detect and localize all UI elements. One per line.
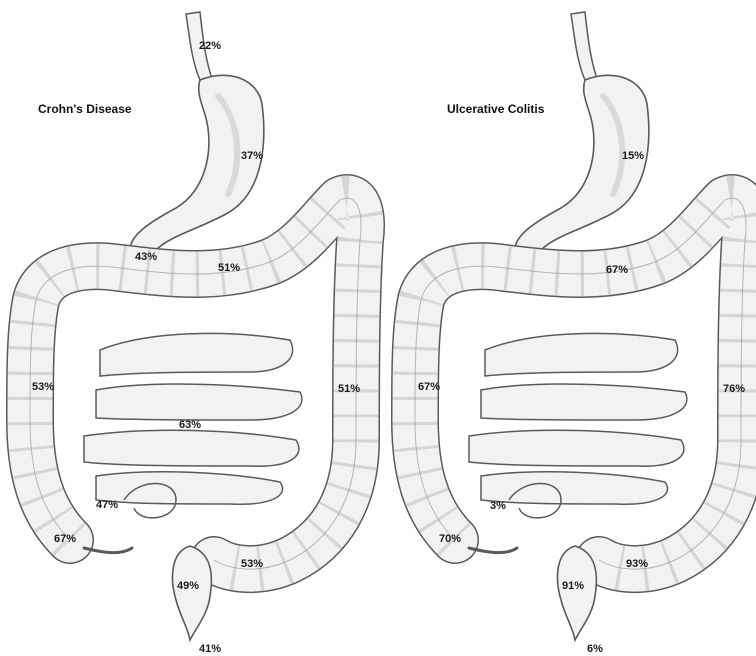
label-uc-descending-colon: 76% [723,383,745,395]
label-crohns-descending-colon: 51% [338,383,360,395]
esophagus-shape [571,12,599,84]
small-intestine-loop-2 [481,384,687,420]
label-uc-cecum: 70% [439,533,461,545]
label-crohns-esophagus: 22% [199,40,221,52]
label-uc-transverse-colon: 67% [606,264,628,276]
label-crohns-ileum: 47% [96,499,118,511]
label-crohns-transverse-colon: 51% [218,262,240,274]
small-intestine-loop-3 [84,430,299,466]
label-crohns-sigmoid-colon: 53% [241,558,263,570]
stomach-shape [130,75,264,259]
small-intestine-loop-2 [96,384,302,420]
label-crohns-duodenum: 43% [135,251,157,263]
label-crohns-small-intestine: 63% [179,419,201,431]
rectum-shape [173,546,212,640]
panel-title-ulcerative-colitis: Ulcerative Colitis [447,102,544,116]
label-crohns-anus: 41% [199,643,221,655]
label-uc-stomach: 15% [622,150,644,162]
rectum-shape [558,546,597,640]
label-uc-ascending-colon: 67% [418,381,440,393]
label-uc-anus: 6% [587,643,603,655]
label-uc-ileum: 3% [490,500,506,512]
label-crohns-ascending-colon: 53% [32,381,54,393]
label-crohns-rectum: 49% [177,580,199,592]
label-uc-sigmoid-colon: 93% [626,558,648,570]
label-crohns-cecum: 67% [54,533,76,545]
label-crohns-stomach: 37% [241,150,263,162]
small-intestine-loop-1 [485,333,678,376]
label-uc-rectum: 91% [562,580,584,592]
small-intestine-loop-1 [100,333,293,376]
small-intestine-loop-3 [469,430,684,466]
appendix [84,548,132,553]
panel-title-crohns: Crohn's Disease [38,102,132,116]
appendix [469,548,517,553]
